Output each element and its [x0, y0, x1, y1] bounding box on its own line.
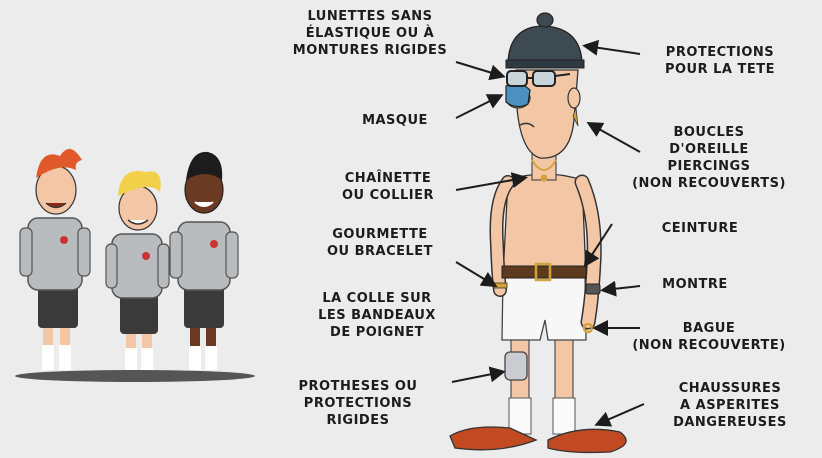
label-line: D'OREILLE	[669, 142, 749, 157]
bracelet	[493, 282, 508, 289]
label-watch: MONTRE	[640, 276, 750, 293]
label-line: LES BANDEAUX	[318, 308, 436, 323]
player-dark	[169, 151, 239, 370]
label-line: MONTURES RIGIDES	[292, 43, 448, 58]
earring	[572, 107, 579, 127]
label-bracelet: GOURMETTE OU BRACELET	[300, 226, 460, 260]
necklace	[531, 159, 557, 171]
face-mask	[505, 83, 531, 108]
label-head: PROTECTIONS POUR LA TETE	[640, 44, 800, 78]
player-blonde	[105, 171, 170, 370]
label-line: A ASPERITES	[680, 398, 780, 413]
label-line: (NON RECOUVERTE)	[632, 338, 786, 353]
knee-protection	[504, 351, 528, 381]
label-tape: LA COLLE SUR LES BANDEAUX DE POIGNET	[292, 290, 462, 341]
label-glasses: LUNETTES SANS ÉLASTIQUE OU À MONTURES RI…	[270, 8, 470, 59]
label-line: BOUCLES	[673, 125, 745, 140]
left-shoe	[449, 426, 538, 451]
players-group-illustration	[15, 148, 255, 382]
label-line: CEINTURE	[661, 221, 739, 236]
label-line: POUR LA TETE	[664, 62, 776, 77]
label-line: PROTHESES OU	[298, 379, 418, 394]
label-line: GOURMETTE	[332, 227, 428, 242]
label-line: CHAÎNETTE	[344, 171, 432, 186]
label-line: OU BRACELET	[326, 244, 434, 259]
label-prosthesis: PROTHESES OU PROTECTIONS RIGIDES	[268, 378, 448, 429]
right-shoe	[547, 428, 627, 454]
label-chain: CHAÎNETTE OU COLLIER	[318, 170, 458, 204]
label-line: PROTECTIONS	[665, 45, 775, 60]
pointer-arrows	[451, 39, 645, 427]
label-line: ÉLASTIQUE OU À	[305, 26, 435, 41]
label-line: OU COLLIER	[341, 188, 435, 203]
label-line: DANGEREUSES	[673, 415, 787, 430]
label-mask: MASQUE	[340, 112, 450, 129]
label-earrings: BOUCLES D'OREILLE PIERCINGS (NON RECOUVE…	[604, 124, 814, 192]
label-line: DE POIGNET	[330, 325, 424, 340]
label-line: PROTECTIONS	[303, 396, 413, 411]
label-line: MONTRE	[662, 277, 728, 292]
label-line: RIGIDES	[326, 413, 390, 428]
label-ring: BAGUE (NON RECOUVERTE)	[604, 320, 814, 354]
label-line: BAGUE	[682, 321, 736, 336]
label-line: LUNETTES SANS	[307, 9, 433, 24]
label-line: MASQUE	[362, 113, 428, 128]
player-red-hair	[19, 148, 91, 370]
label-line: PIERCINGS	[667, 159, 751, 174]
label-shoes: CHAUSSURES A ASPERITES DANGEREUSES	[642, 380, 818, 431]
label-line: CHAUSSURES	[678, 381, 782, 396]
main-player-illustration	[449, 12, 627, 454]
watch	[585, 283, 601, 295]
label-line: (NON RECOUVERTS)	[632, 176, 786, 191]
label-belt: CEINTURE	[640, 220, 760, 237]
glasses	[506, 70, 571, 87]
label-line: LA COLLE SUR	[322, 291, 432, 306]
belt	[501, 265, 587, 279]
head-cap	[507, 25, 583, 63]
